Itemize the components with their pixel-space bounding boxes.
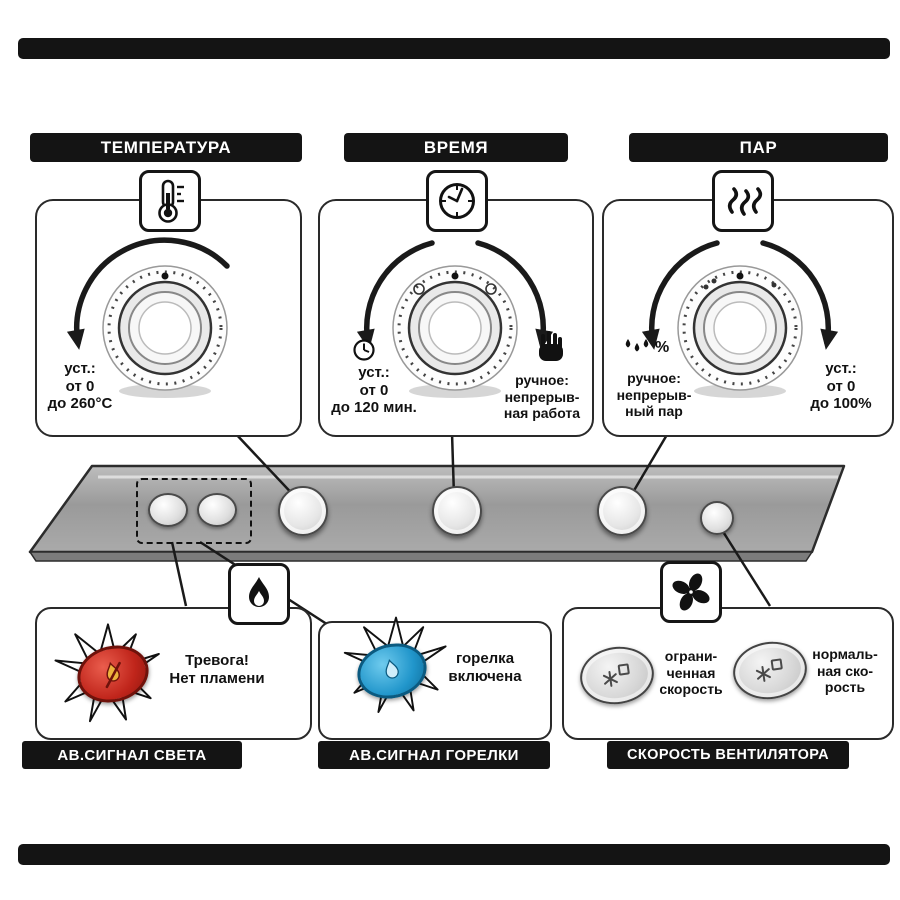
text-line: включена (448, 667, 522, 685)
steam-knob[interactable] (597, 486, 647, 536)
text-line: от 0 (826, 377, 856, 395)
steam-percent-icon: % (622, 336, 669, 360)
steam-knob-illustration[interactable] (620, 233, 860, 428)
fan-icon (660, 561, 722, 623)
flame-icon (228, 563, 290, 625)
text-line: ручное: (627, 370, 681, 386)
fan-speed-button[interactable] (700, 501, 734, 535)
steam-set-text: уст.: от 0 до 100% (798, 360, 884, 413)
burner-alarm-indicator[interactable] (351, 636, 433, 706)
header-temperature: ТЕМПЕРАТУРА (30, 133, 302, 162)
text-line: Нет пламени (169, 669, 265, 687)
text-line: до 120 мин. (331, 399, 417, 417)
text-line: непрерыв- (616, 386, 692, 403)
fan-limited-text: ограни- ченная скорость (652, 648, 730, 698)
text-line: Тревога! (185, 652, 249, 669)
light-alarm-indicator[interactable] (71, 638, 155, 710)
text-line: до 260°C (47, 395, 113, 413)
text-line: ная ско- (816, 662, 874, 679)
steam-manual-text: ручное: непрерыв- ный пар (606, 370, 702, 420)
hand-icon (539, 331, 563, 361)
time-manual-text: ручное: непрерыв- ная работа (494, 372, 590, 422)
page-top-bar (18, 38, 890, 59)
text-line: уст.: (825, 360, 857, 377)
text-line: ная работа (503, 405, 581, 422)
fan-normal-text: нормаль- ная ско- рость (804, 646, 886, 696)
steam-icon (712, 170, 774, 232)
label-light-alarm: АВ.СИГНАЛ СВЕТА (22, 741, 242, 769)
fan-limited-glyph (602, 663, 630, 687)
time-knob[interactable] (432, 486, 482, 536)
burner-alarm-panel (318, 621, 552, 740)
header-steam: ПАР (629, 133, 888, 162)
time-set-text: уст.: от 0 до 120 мин. (328, 364, 420, 417)
time-knob-illustration[interactable] (335, 233, 575, 428)
text-line: ручное: (515, 372, 569, 388)
burner-alarm-text: горелка включена (430, 650, 540, 685)
text-line: ченная (666, 664, 716, 681)
fan-limited-speed-button[interactable] (576, 642, 658, 709)
page-bottom-bar (18, 844, 890, 865)
callout-lines (170, 432, 772, 632)
label-fan-speed: СКОРОСТЬ ВЕНТИЛЯТОРА (607, 741, 849, 769)
text-line: нормаль- (812, 646, 878, 662)
fan-normal-speed-button[interactable] (729, 637, 811, 704)
percent-label: % (655, 339, 670, 356)
header-time: ВРЕМЯ (344, 133, 568, 162)
text-line: до 100% (810, 395, 872, 413)
thermometer-icon (139, 170, 201, 232)
burner-alarm-lamp[interactable] (197, 493, 237, 527)
text-line: ный пар (625, 403, 683, 420)
text-line: непрерыв- (504, 388, 580, 405)
text-line: уст.: (64, 360, 96, 377)
temperature-knob-illustration[interactable] (45, 233, 285, 428)
light-alarm-lamp[interactable] (148, 493, 188, 527)
label-burner-alarm: АВ.СИГНАЛ ГОРЕЛКИ (318, 741, 550, 769)
text-line: от 0 (359, 381, 389, 399)
text-line: от 0 (65, 377, 95, 395)
small-clock-icon (353, 339, 375, 361)
text-line: горелка (455, 650, 515, 667)
light-alarm-text: Тревога! Нет пламени (158, 652, 276, 687)
fan-normal-glyph (755, 658, 783, 682)
text-line: уст.: (358, 364, 390, 381)
indicator-lights-highlight (136, 478, 252, 544)
temperature-set-text: уст.: от 0 до 260°C (40, 360, 120, 413)
clock-icon (426, 170, 488, 232)
text-line: ограни- (664, 648, 718, 664)
text-line: скорость (659, 681, 723, 698)
temperature-knob[interactable] (278, 486, 328, 536)
text-line: рость (824, 679, 866, 696)
